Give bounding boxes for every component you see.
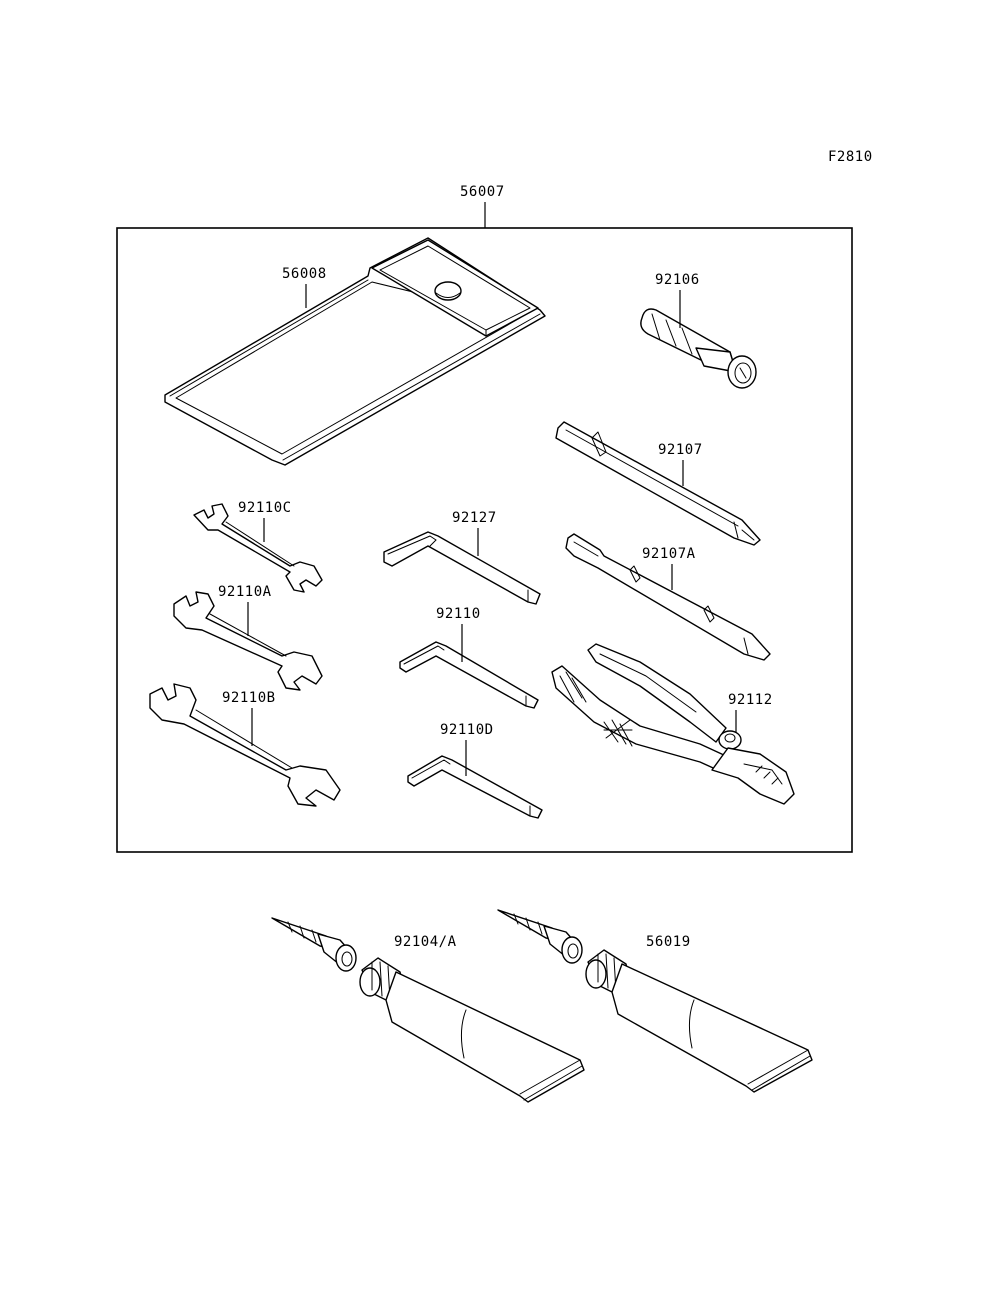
label-screwdriver-a: 92107A [642, 546, 696, 562]
figure-code: F2810 [828, 149, 873, 165]
hex-wrench-d-illustration [407, 755, 543, 819]
tool-kit-group: 56007 [116, 184, 853, 853]
grease-tube-illustration [271, 917, 585, 1103]
label-tool-bag: 56008 [282, 266, 327, 282]
label-grease-tube: 92104/A [394, 934, 457, 950]
label-wrench-a: 92110A [218, 584, 272, 600]
label-hex-wrench: 92110 [436, 606, 481, 622]
label-hex-wrench-large: 92127 [452, 510, 497, 526]
label-hex-wrench-d: 92110D [440, 722, 494, 738]
tool-kit-frame [116, 227, 853, 853]
pliers-illustration [551, 643, 795, 805]
label-tool-kit: 56007 [460, 184, 505, 200]
wrench-c-illustration [193, 503, 323, 593]
label-sealant-tube: 56019 [646, 934, 691, 950]
label-screwdriver: 92107 [658, 442, 703, 458]
screwdriver-illustration [555, 421, 761, 546]
label-wrench-b: 92110B [222, 690, 276, 706]
sealant-tube-illustration [497, 909, 813, 1093]
tool-bag-illustration [164, 237, 546, 466]
hex-wrench-large-illustration [383, 531, 541, 605]
wrench-b-illustration [149, 683, 341, 807]
label-wrench-c: 92110C [238, 500, 292, 516]
label-bit-holder: 92106 [655, 272, 700, 288]
hex-wrench-illustration [399, 641, 539, 709]
screwdriver-a-illustration [565, 533, 771, 661]
label-pliers: 92112 [728, 692, 773, 708]
bit-holder-illustration [640, 308, 757, 389]
